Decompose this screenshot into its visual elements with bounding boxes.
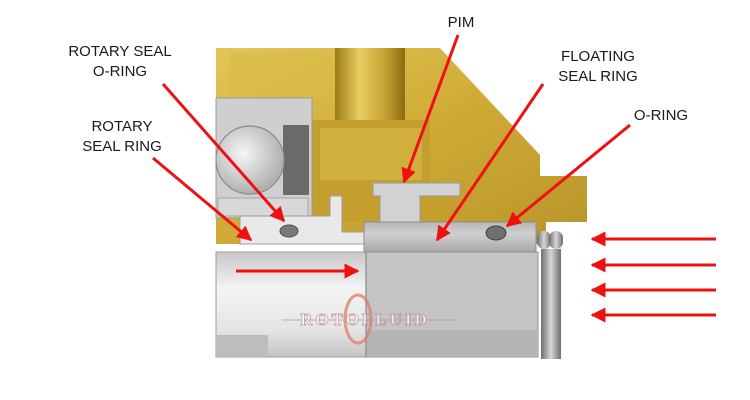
label-rotary-seal-oring-line2: O-RING (92, 63, 148, 80)
label-floating-seal-ring-line1: FLOATING (561, 48, 635, 65)
inner-chamber-shadow (320, 128, 422, 180)
label-oring: O-RING (633, 107, 689, 124)
label-pim: PIM (447, 14, 475, 31)
bearing-inner-race (217, 197, 309, 217)
spring-coil-vertical (541, 249, 561, 359)
label-floating-seal-ring: FLOATING SEAL RING (548, 47, 648, 87)
housing-top-highlight (230, 52, 335, 100)
label-floating-seal-ring-line2: SEAL RING (558, 68, 638, 85)
leader-arrow-pim (401, 34, 460, 184)
bearing-inner-dark (283, 125, 309, 195)
rotofluid-logo: ROTOFLUID (282, 293, 455, 345)
spring-coil-top-left (537, 231, 551, 249)
leader-arrow-floating-seal-ring (435, 83, 545, 242)
shaft-left-step (216, 335, 268, 357)
floating-seal-ring (363, 221, 537, 253)
label-rotary-seal-ring: ROTARY SEAL RING (72, 117, 172, 157)
rotary-seal-oring (279, 224, 299, 238)
label-rotary-seal-ring-line2: SEAL RING (82, 138, 162, 155)
leader-arrow-oring (505, 123, 631, 228)
leader-arrow-rotary-seal-oring (161, 83, 286, 223)
spring-coil-top-right (549, 231, 563, 249)
rotary-seal-ring (239, 195, 365, 245)
leader-arrow-rotary-seal-ring (152, 156, 253, 242)
logo-swirl (343, 293, 373, 345)
label-rotary-seal-oring-line1: ROTARY SEAL (68, 43, 172, 60)
label-rotary-seal-oring: ROTARY SEAL O-RING (55, 42, 185, 82)
label-rotary-seal-ring-line1: ROTARY (91, 118, 153, 135)
bearing-ball (215, 125, 285, 195)
floating-ring-body-shade (366, 330, 538, 357)
watermark-text: ROTOFLUID (300, 310, 430, 329)
floating-seal-oring (485, 225, 507, 241)
